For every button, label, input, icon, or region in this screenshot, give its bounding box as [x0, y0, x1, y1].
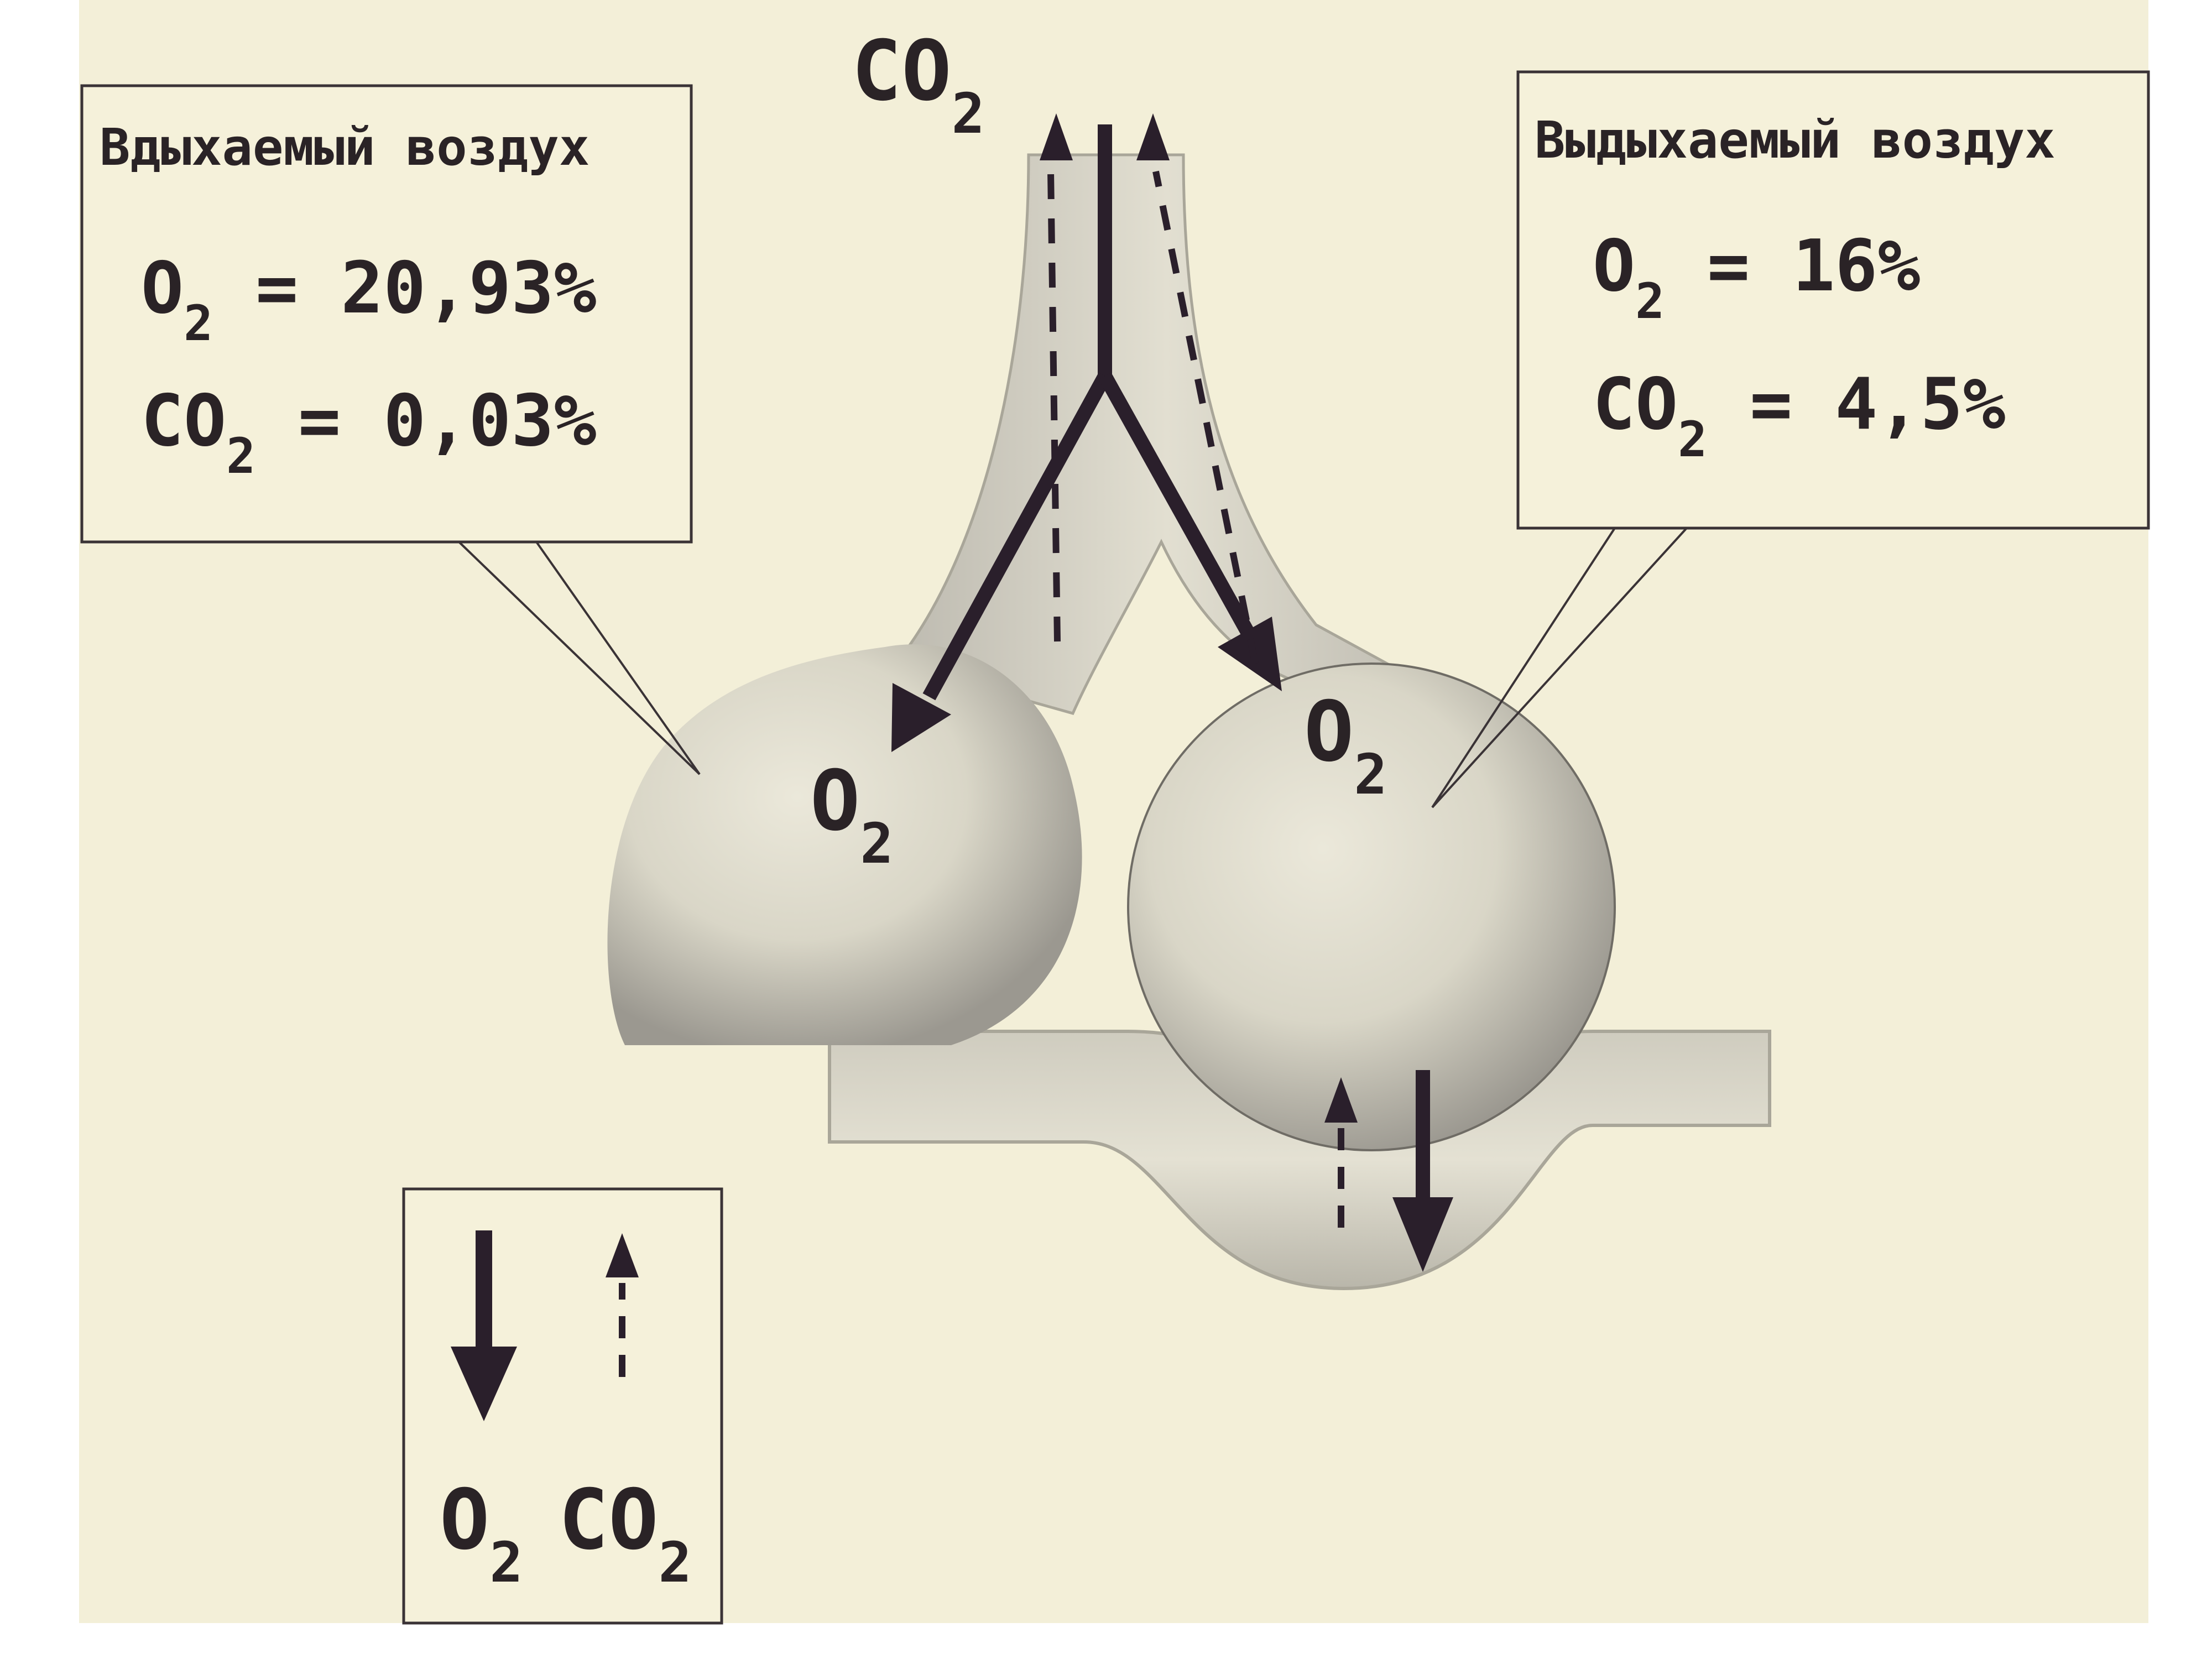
exhaled-co2-gas: CO [1593, 363, 1678, 446]
right-o2-sub: 2 [1354, 742, 1387, 807]
right-alveolus [1128, 664, 1615, 1150]
legend-co2-main: CO [559, 1472, 659, 1568]
inhaled-o2-gas: O [141, 247, 184, 330]
legend-o2-main: O [440, 1472, 489, 1568]
exhaled-title: Выдыхаемый воздух [1535, 111, 2056, 170]
inhaled-o2-sub: 2 [184, 295, 213, 352]
legend-o2-sub: 2 [489, 1530, 523, 1595]
exhaled-co2-value: = 4,5% [1707, 363, 2005, 446]
exhaled-o2-sub: 2 [1635, 273, 1665, 330]
legend-co2-sub: 2 [659, 1530, 692, 1595]
inhaled-co2-gas: CO [141, 380, 226, 462]
top-co2-sub: 2 [952, 81, 985, 146]
inhaled-co2-sub: 2 [226, 427, 255, 484]
left-o2-sub: 2 [860, 811, 893, 876]
exhaled-o2-value: = 16% [1665, 225, 1920, 307]
left-o2-main: O [810, 753, 860, 849]
exhaled-co2-sub: 2 [1678, 411, 1707, 468]
legend-box: O2 CO2 [404, 1189, 722, 1623]
inhaled-title: Вдыхаемый воздух [100, 118, 589, 177]
inhaled-co2-value: = 0,03% [255, 380, 597, 462]
top-co2-main: CO [852, 23, 952, 119]
right-o2-main: O [1304, 684, 1354, 780]
exhaled-o2-gas: O [1593, 225, 1635, 307]
inhaled-o2-value: = 20,93% [213, 247, 597, 330]
